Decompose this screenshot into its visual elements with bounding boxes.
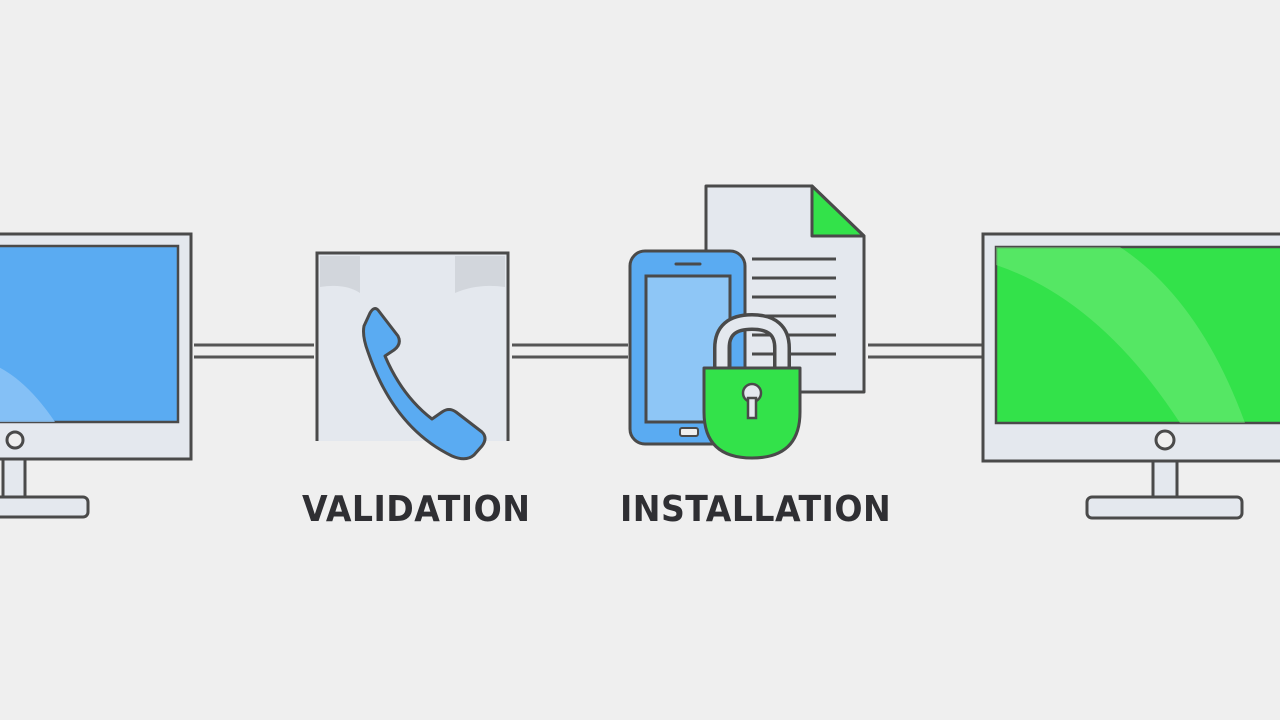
destination-monitor-icon xyxy=(981,232,1280,520)
validation-icon xyxy=(315,251,510,461)
connector-validation-installation xyxy=(512,343,628,359)
validation-label: VALIDATION xyxy=(302,489,531,530)
source-monitor-icon xyxy=(0,232,193,519)
phone-icon xyxy=(362,307,487,461)
installation-label: INSTALLATION xyxy=(620,489,892,530)
installation-icon xyxy=(628,184,866,460)
connector-installation-destination xyxy=(868,343,982,359)
padlock-icon xyxy=(702,312,802,460)
connector-source-validation xyxy=(194,343,314,359)
